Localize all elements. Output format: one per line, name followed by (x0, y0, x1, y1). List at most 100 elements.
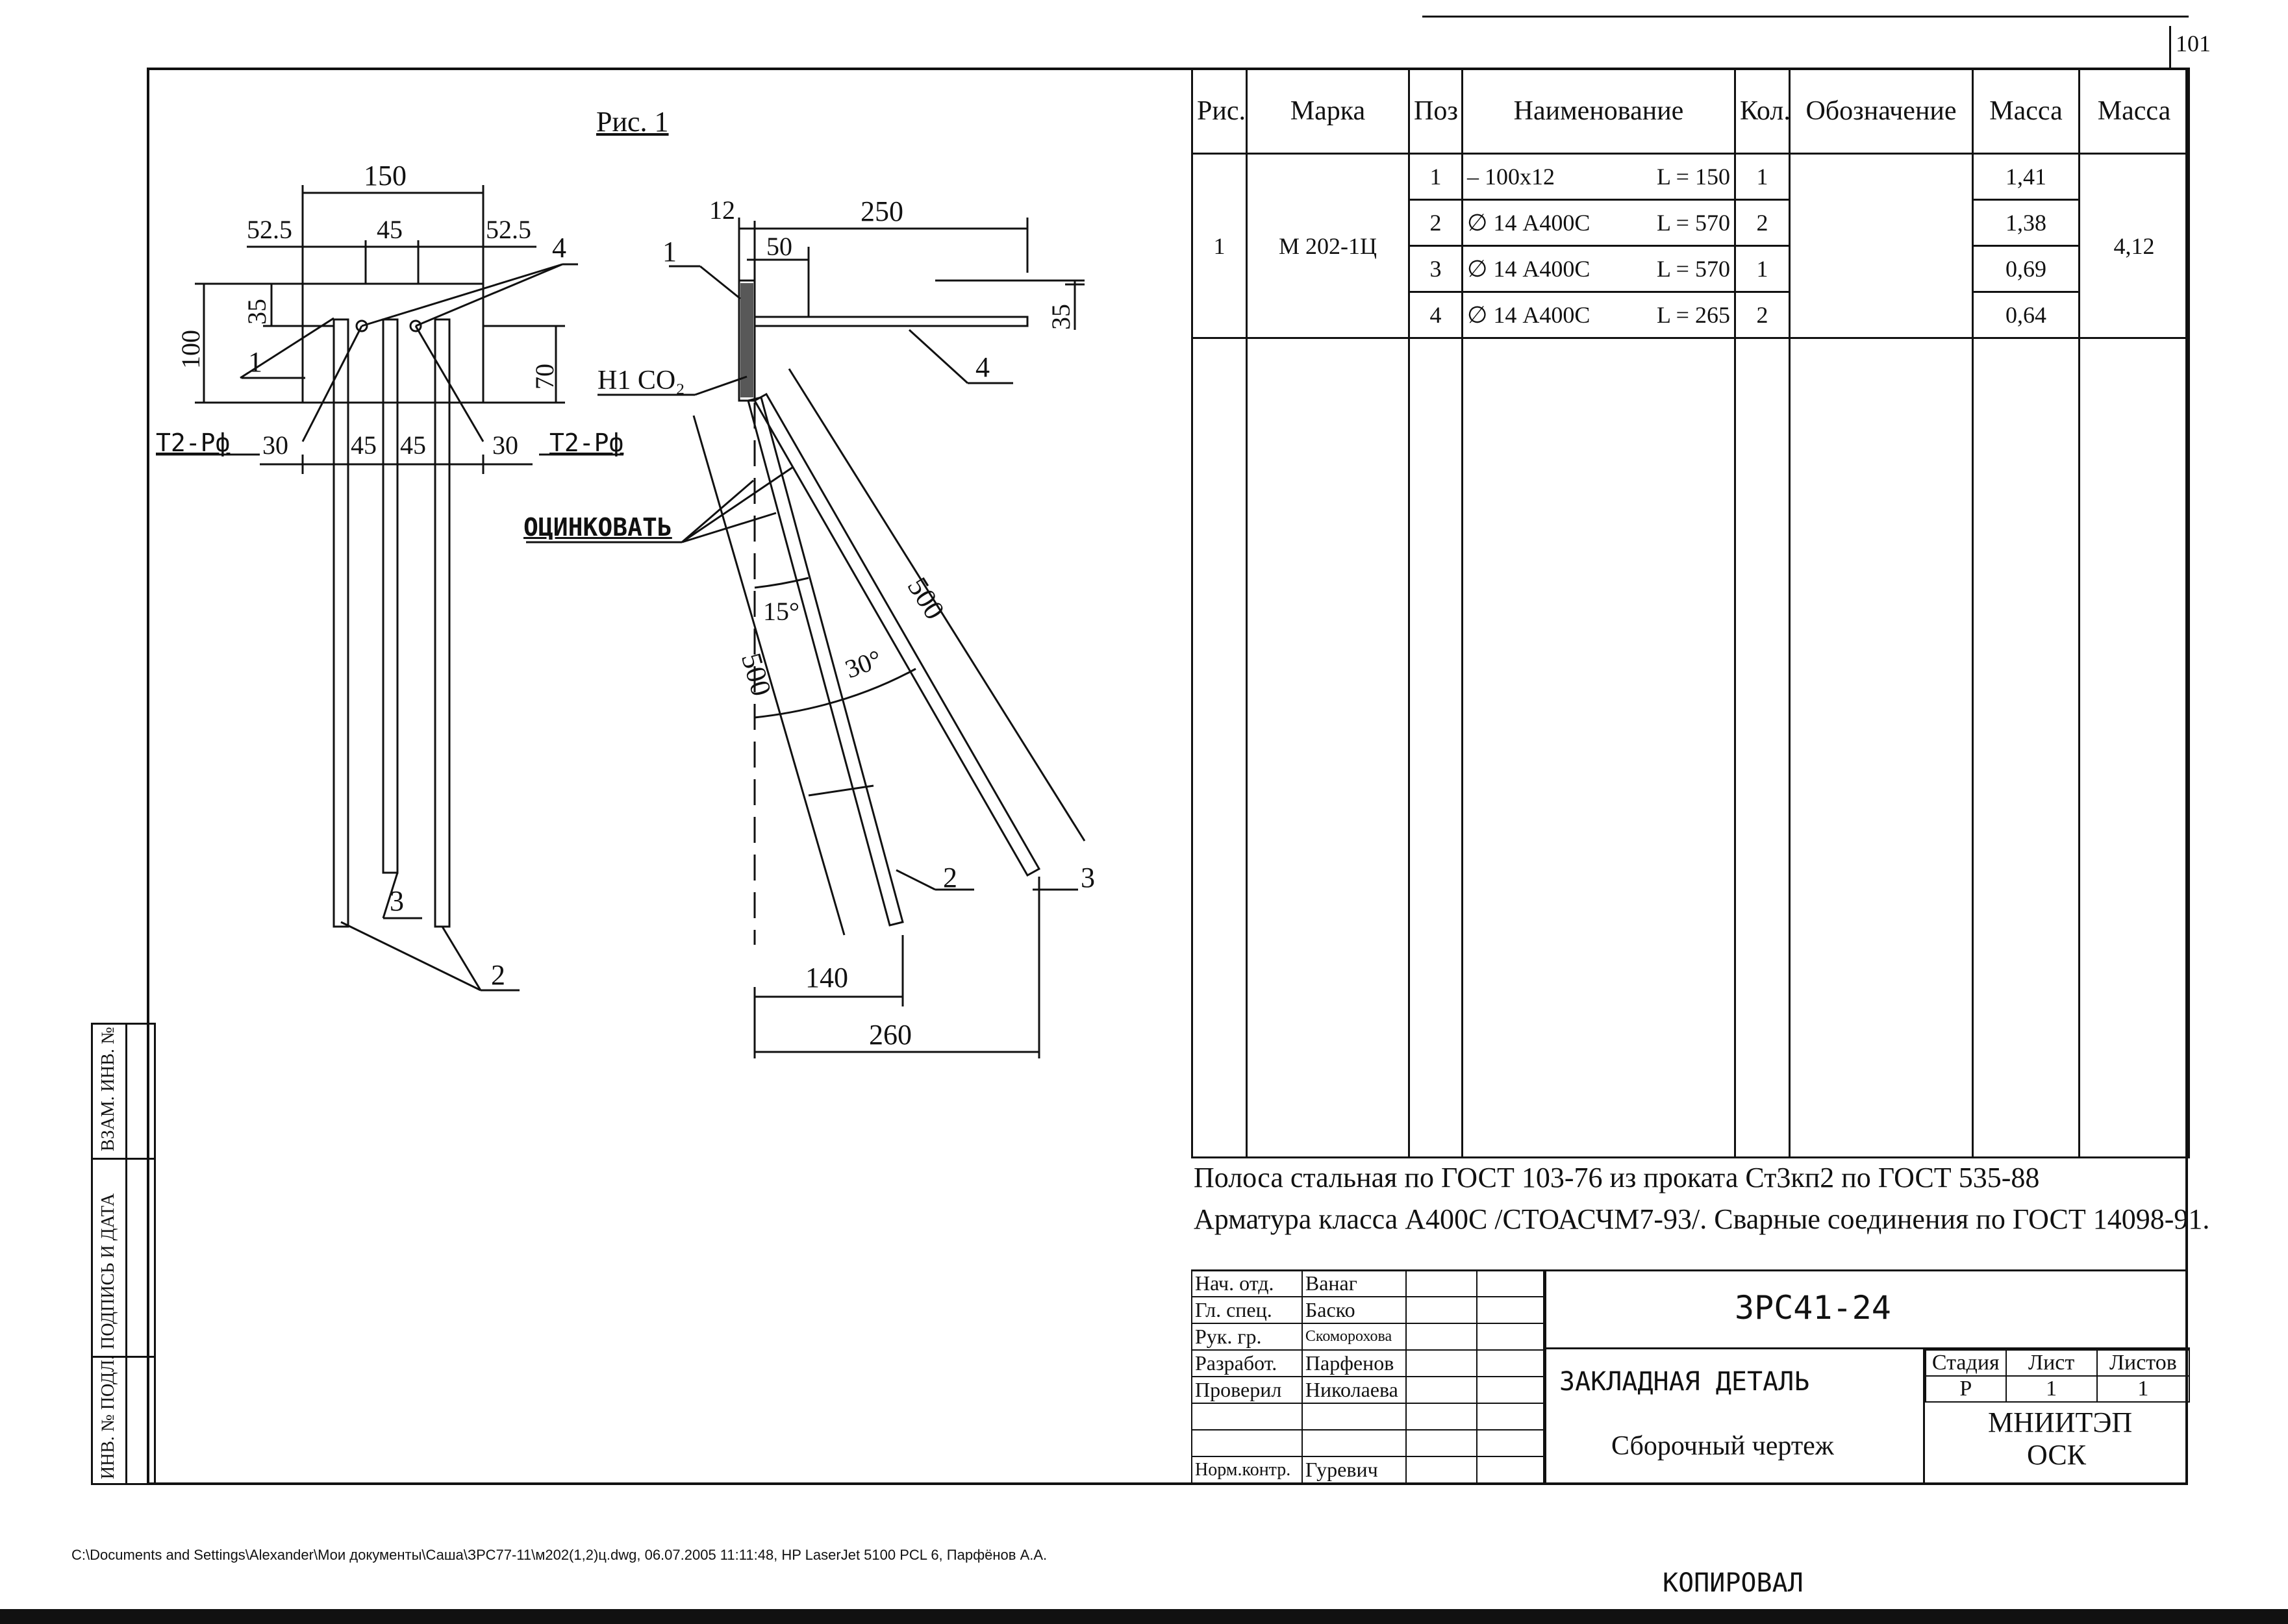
cell-mark: М 202-1Ц (1246, 153, 1410, 339)
col-header-fig: Рис. (1191, 68, 1248, 155)
title-block-top-line (1191, 1269, 2188, 1271)
weld-mark-h1: Н1 СО₂ (597, 366, 685, 395)
bar-3-angled (753, 392, 1041, 877)
signature-row: Гл. спец.Баско (1191, 1296, 1545, 1324)
dim-150: 150 (364, 160, 407, 192)
callout-1-left: 1 (248, 346, 262, 378)
weld-mark-left: Т2-Рф (156, 429, 231, 457)
bar-left (333, 318, 349, 928)
plate-side-view (738, 279, 756, 402)
signature-row: Нач. отд.Ванаг (1191, 1269, 1545, 1297)
dim-100: 100 (176, 330, 205, 369)
bottom-handwriting: КОПИРОВАЛ (1663, 1568, 1804, 1598)
dim-50: 50 (766, 232, 792, 261)
cell-fig: 1 (1191, 153, 1248, 339)
dim-12: 12 (709, 195, 735, 225)
title-block-right: ЗРС41-24 ЗАКЛАДНАЯ ДЕТАЛЬ Сборочный черт… (1544, 1269, 2191, 1485)
cell-qty: 2 (1734, 291, 1791, 339)
cell-qty: 1 (1734, 153, 1791, 201)
col-header-mass-unit: Масса (1972, 68, 2080, 155)
col-header-mark: Марка (1246, 68, 1410, 155)
bar-right (434, 318, 451, 928)
item-name: ЗАКЛАДНАЯ ДЕТАЛЬ (1559, 1367, 1810, 1397)
callout-3-right: 3 (1081, 862, 1095, 893)
stage-table: Стадия Лист Листов Р 1 1 (1925, 1349, 2191, 1403)
bar-4 (753, 316, 1029, 327)
stage-value: Р (1925, 1375, 2007, 1403)
sheets-header: Листов (2096, 1349, 2191, 1377)
sheet-number: 101 (2176, 31, 2211, 56)
side-stamp: ВЗАМ. ИНВ. № ПОДПИСЬ И ДАТА ИНВ. № ПОДЛ. (91, 1023, 156, 1485)
weld-mark-right: Т2-Рф (549, 429, 624, 457)
signature-row: Норм.контр.Гуревич (1191, 1456, 1545, 1484)
plate-front-view (301, 282, 484, 404)
sheet-number-box (2169, 26, 2210, 68)
stage-header: Стадия (1925, 1349, 2007, 1377)
callout-3-left: 3 (390, 885, 404, 917)
dim-52-5-left: 52.5 (247, 215, 292, 244)
cell-qty: 2 (1734, 199, 1791, 247)
angle-15: 15° (763, 597, 799, 626)
note-line: Полоса стальная по ГОСТ 103-76 из прокат… (1194, 1162, 2040, 1193)
signature (1405, 1349, 1477, 1377)
dim-140: 140 (805, 962, 848, 993)
note-line: Арматура класса А400С /СТОАСЧМ7-93/. Сва… (1194, 1203, 2210, 1235)
dim-35-left: 35 (242, 299, 271, 325)
side-stamp-label: ИНВ. № ПОДЛ. (98, 1355, 118, 1479)
cell-mass: 0,69 (1972, 245, 2080, 293)
signature (1405, 1376, 1477, 1404)
dim-30-right: 30 (492, 431, 518, 460)
signature-row: Разработ.Парфенов (1191, 1349, 1545, 1377)
signature (1405, 1269, 1477, 1297)
document-type: Сборочный чертеж (1611, 1431, 1834, 1461)
signature (1405, 1296, 1477, 1324)
organization-name: МНИИТЭП (1988, 1406, 2133, 1438)
col-header-qty: Кол. (1734, 68, 1791, 155)
table-empty-area (1191, 337, 2190, 1158)
cell-pos: 1 (1408, 153, 1463, 201)
cell-pos: 3 (1408, 245, 1463, 293)
file-path-footer: C:\Documents and Settings\Alexander\Мои … (71, 1547, 1048, 1563)
dim-35-right: 35 (1046, 304, 1075, 330)
signature (1405, 1456, 1477, 1484)
dim-45-top: 45 (377, 215, 403, 244)
cell-mass: 1,38 (1972, 199, 2080, 247)
col-header-designation: Обозначение (1789, 68, 1974, 155)
cell-pos: 2 (1408, 199, 1463, 247)
dim-70: 70 (530, 364, 559, 390)
cell-designation (1789, 153, 1974, 339)
name-separator (1923, 1347, 1925, 1485)
cell-total-mass: 4,12 (2078, 153, 2190, 339)
title-block: Нач. отд.Ванаг Гл. спец.Баско Рук. гр.Ск… (1191, 1269, 2191, 1485)
cell-qty: 1 (1734, 245, 1791, 293)
signature-table: Нач. отд.Ванаг Гл. спец.Баско Рук. гр.Ск… (1191, 1269, 1545, 1485)
callout-4-right: 4 (975, 351, 990, 383)
document-code: ЗРС41-24 (1735, 1289, 1891, 1327)
bar-middle (382, 318, 399, 874)
top-border-line (1422, 16, 2189, 18)
side-stamp-label: ПОДПИСЬ И ДАТА (98, 1193, 118, 1349)
dim-260: 260 (869, 1019, 912, 1051)
code-separator (1546, 1347, 2190, 1349)
dim-52-5-right: 52.5 (486, 215, 531, 244)
callout-2-left: 2 (491, 959, 505, 991)
col-header-pos: Поз (1408, 68, 1463, 155)
dim-45-left: 45 (351, 431, 377, 460)
signature-row (1191, 1429, 1545, 1457)
sheet-header: Лист (2005, 1349, 2098, 1377)
zinc-note: ОЦИНКОВАТЬ (523, 513, 672, 542)
general-notes: Полоса стальная по ГОСТ 103-76 из прокат… (1194, 1157, 2209, 1240)
organization-department: ОСК (2027, 1439, 2087, 1471)
signature (1405, 1323, 1477, 1351)
bottom-black-band (0, 1609, 2288, 1624)
